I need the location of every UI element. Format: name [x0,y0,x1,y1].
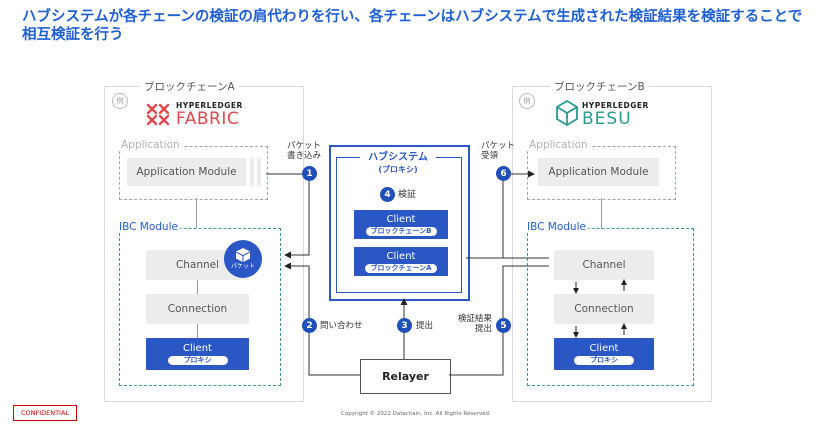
hub-client-a-label: Client [386,250,416,262]
connector-channel-connection-a [197,280,198,294]
step-6-badge: 6 [496,166,511,181]
client-box-a: Client プロキシ [146,338,249,370]
step-6-line2: 受領 [481,151,499,161]
app-module-stripe-a [250,158,254,186]
chain-a-title: ブロックチェーンA [140,79,239,94]
step-1-line2: 書き込み [287,151,322,161]
step-5-badge: 5 [496,318,511,333]
hub-client-b: Client ブロックチェーンB [354,210,448,239]
client-box-b: Client プロキシ [554,338,654,370]
step-3-badge: 3 [397,318,412,333]
cube-icon [236,248,250,262]
besu-logo-top: HYPERLEDGER [582,101,649,110]
step-5-line1: 検証結果 [457,314,492,324]
besu-logo-icon [556,100,578,126]
fabric-logo-bottom: FABRIC [176,109,240,129]
step-5-label: 検証結果 提出 [452,314,492,334]
connector-app-ibc-b [601,198,602,228]
application-label-a: Application [119,139,182,151]
page-title: ハブシステムが各チェーンの検証の肩代わりを行い、各チェーンはハブシステムで生成さ… [22,9,803,43]
hub-client-a-sub: ブロックチェーンA [365,263,437,273]
chain-b-internal-arrows [573,279,627,338]
step-4-badge: 4 [380,187,395,202]
step-1-line1: パケット [287,141,322,151]
connection-box-a: Connection [146,294,249,324]
app-module-stripe-a2 [257,158,261,186]
connector-app-ibc-a [196,198,197,228]
ibc-group-a [119,228,281,386]
client-sub-a: プロキシ [167,356,228,365]
application-module-b: Application Module [538,158,659,186]
fabric-logo-top: HYPERLEDGER [176,101,243,110]
ibc-group-b [527,228,694,386]
hub-verify: 4 検証 [380,187,416,202]
hub-client-b-sub: ブロックチェーンB [365,226,437,236]
besu-logo-bottom: BESU [582,109,632,129]
step-5-line2: 提出 [474,324,492,334]
example-badge-a: 例 [112,93,128,109]
connector-connection-client-a [197,324,198,338]
hub-title-line1: ハブシステム [368,152,428,163]
example-badge-b: 例 [519,93,535,109]
step-6-label: パケット 受領 [481,141,515,161]
copyright-text: Copyright © 2022 Datachain, Inc. All Rig… [341,411,491,417]
confidential-badge: CONFIDENTIAL [13,405,77,421]
step-6-line1: パケット [481,141,516,151]
hub-title: ハブシステム (プロキシ) [360,152,436,176]
step-3-label: 提出 [416,321,434,331]
client-label-b: Client [589,343,619,354]
application-module-a: Application Module [127,158,246,186]
channel-box-b: Channel [554,250,654,280]
hub-client-a: Client ブロックチェーンA [354,247,448,276]
hub-title-line2: (プロキシ) [378,165,418,174]
packet-badge: パケット [224,240,262,278]
client-label-a: Client [183,343,212,354]
chain-b-title: ブロックチェーンB [550,79,649,94]
packet-badge-label: パケット [230,263,255,270]
hub-client-b-label: Client [386,213,416,225]
connection-box-b: Connection [554,294,654,324]
ibc-label-b: IBC Module [525,221,588,233]
step-1-badge: 1 [302,166,317,181]
step-2-badge: 2 [302,318,317,333]
relayer-box: Relayer [360,359,451,394]
ibc-label-a: IBC Module [117,221,180,233]
application-group-a [119,146,268,200]
fabric-logo-icon [146,103,170,126]
step-4-label: 検証 [398,189,417,200]
client-sub-b: プロキシ [574,356,634,365]
step-2-label: 問い合わせ [320,321,363,331]
step-1-label: パケット 書き込み [287,141,321,161]
application-label-b: Application [527,139,590,151]
